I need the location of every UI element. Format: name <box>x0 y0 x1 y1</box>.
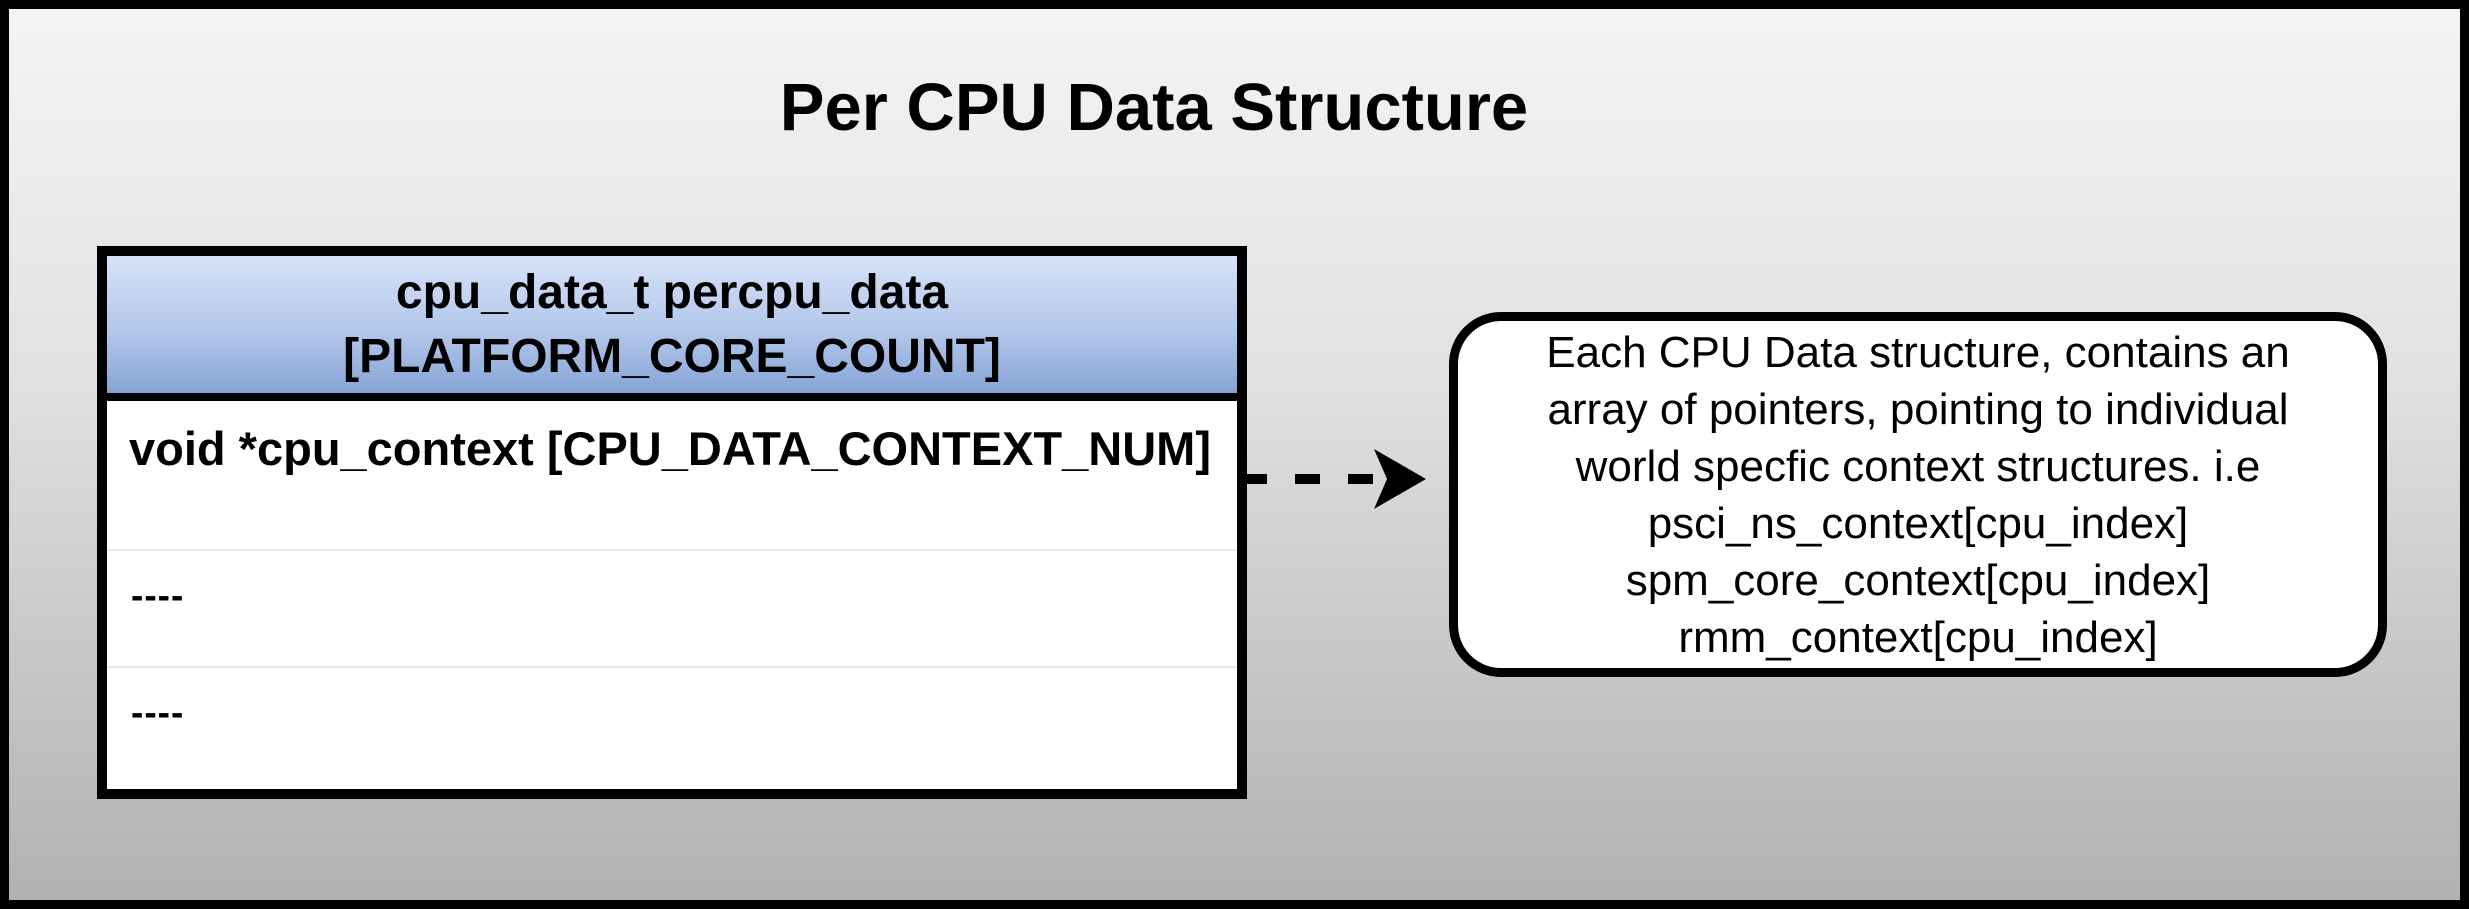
callout-line: world specfic context structures. i.e <box>1575 441 2261 491</box>
callout-line: array of pointers, pointing to individua… <box>1547 384 2289 434</box>
callout-line: Each CPU Data structure, contains an <box>1546 327 2290 377</box>
table-header-line-1: cpu_data_t percpu_data <box>395 265 949 319</box>
table-row-cpu-context: void *cpu_context [CPU_DATA_CONTEXT_NUM] <box>107 401 1237 551</box>
table-row-placeholder-2: ---- <box>107 668 1237 789</box>
table-header-line-2: [PLATFORM_CORE_COUNT] <box>343 329 1001 383</box>
table-row-placeholder-1: ---- <box>107 551 1237 668</box>
table-header: cpu_data_t percpu_data [PLATFORM_CORE_CO… <box>107 256 1237 401</box>
annotation-callout: Each CPU Data structure, contains an arr… <box>1449 312 2387 677</box>
cpu-data-table: cpu_data_t percpu_data [PLATFORM_CORE_CO… <box>97 246 1247 799</box>
callout-line: rmm_context[cpu_index] <box>1678 612 2158 662</box>
diagram-title: Per CPU Data Structure <box>779 70 1529 145</box>
dashed-arrow-icon <box>1242 449 1426 509</box>
callout-line: psci_ns_context[cpu_index] <box>1647 498 2189 548</box>
callout-line: spm_core_context[cpu_index] <box>1625 555 2211 605</box>
